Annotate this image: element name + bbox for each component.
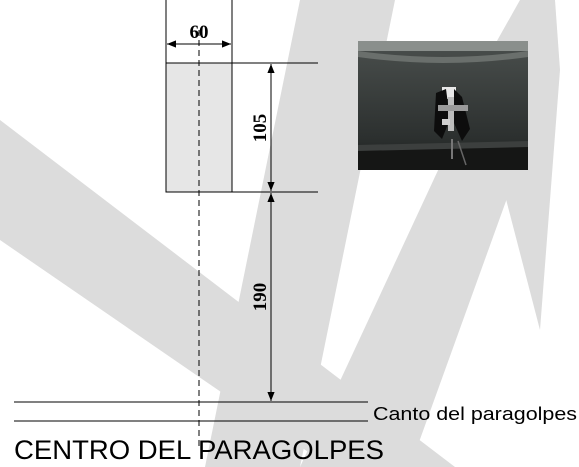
width-dimension: 60 bbox=[165, 0, 233, 63]
lower-height-label: 190 bbox=[250, 283, 271, 312]
plate-height-dimension: 105 bbox=[250, 64, 275, 191]
lower-height-dimension: 190 bbox=[250, 193, 275, 401]
plate-height-label: 105 bbox=[250, 114, 271, 143]
width-dimension-label: 60 bbox=[190, 22, 209, 43]
hitch-photo bbox=[358, 41, 528, 170]
bumper-center-label: CENTRO DEL PARAGOLPES bbox=[14, 435, 384, 465]
bumper-edge-label: Canto del paragolpes bbox=[373, 404, 577, 424]
